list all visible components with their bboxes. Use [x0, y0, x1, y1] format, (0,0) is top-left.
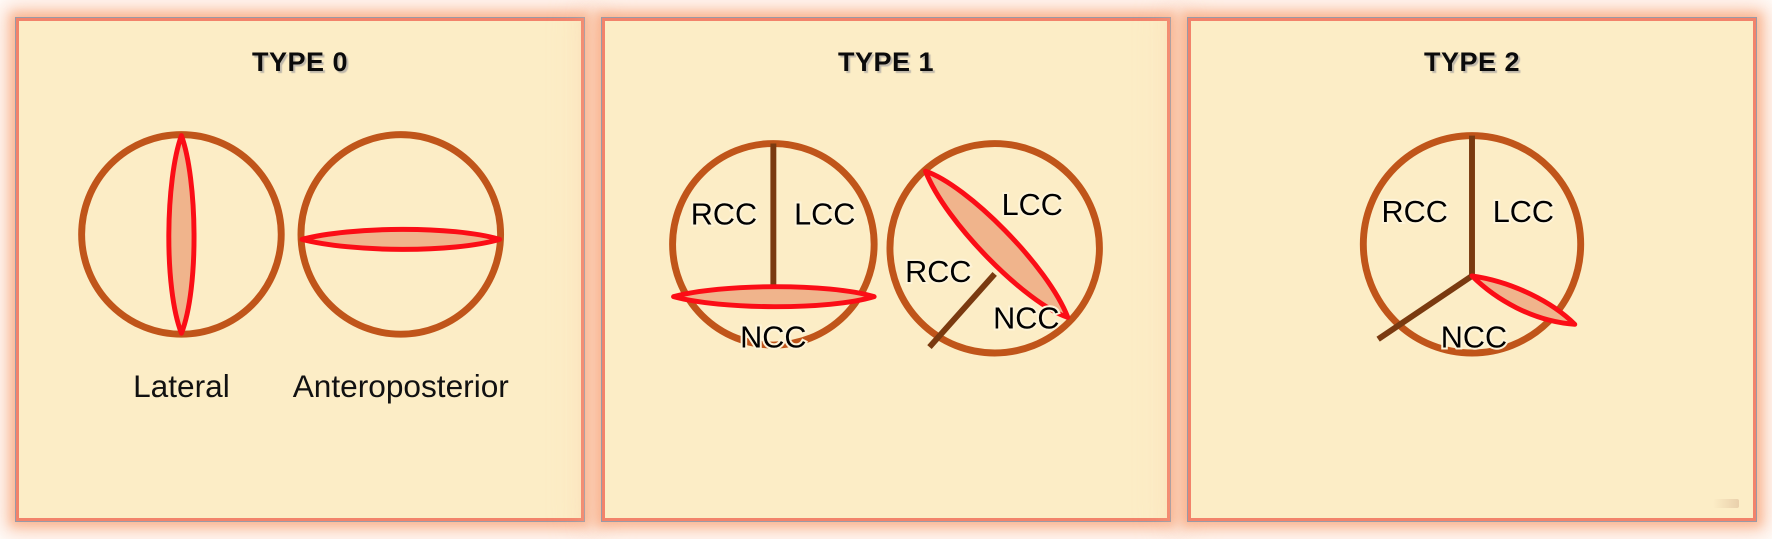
view-caption-lateral: Lateral [133, 368, 230, 404]
fused-raphe-oblique-b [923, 168, 1071, 320]
cusp-label-lcc-type1-a: LCC [794, 198, 855, 232]
type-2-diagram-stage: RCC LCC NCC [1191, 21, 1753, 518]
cusp-label-ncc-type2: NCC [1441, 320, 1507, 354]
type-0-diagram-stage: Lateral Anteroposterior [19, 21, 581, 518]
type-0-lateral-view: Lateral [78, 131, 285, 404]
commissure-line-inferior-left-type2 [1376, 273, 1474, 342]
aortic-annulus-ring-type1-b [886, 140, 1103, 357]
commissure-line-inferolateral-b [927, 271, 997, 350]
valve-orifice-horizontal [299, 226, 503, 252]
type-1-diagram-stage: RCC LCC NCC LCC RCC NCC [605, 21, 1167, 518]
cusp-label-rcc-type1-b: RCC [905, 255, 971, 289]
cusp-label-ncc-type1-b: NCC [993, 301, 1059, 335]
type-1-oblique-raphe-view: LCC RCC NCC [886, 140, 1103, 357]
type-1-horizontal-raphe-view: RCC LCC NCC [669, 140, 878, 356]
cusp-label-rcc-type1-a: RCC [691, 198, 757, 232]
valve-orifice-vertical [166, 133, 197, 336]
cusp-label-rcc-type2: RCC [1382, 195, 1448, 229]
panel-type-2: TYPE 2 RCC LCC NCC [1188, 18, 1756, 521]
panel-title-type-1: TYPE 1 [837, 47, 935, 77]
panel-type-1: TYPE 1 RCC LCC NCC LCC R [602, 18, 1170, 521]
aortic-annulus-ring-anteroposterior [297, 131, 505, 338]
type-0-anteroposterior-view: Anteroposterior [293, 131, 509, 404]
panel-title-type-0: TYPE 0 [251, 47, 349, 77]
cusp-label-lcc-type2: LCC [1493, 195, 1554, 229]
fused-raphe-horizontal-a [671, 284, 877, 310]
type-2-svg: RCC LCC NCC [1359, 132, 1585, 357]
type-2-two-raphe-view: RCC LCC NCC [1359, 132, 1585, 357]
cusp-label-lcc-type1-b: LCC [1002, 188, 1063, 222]
fused-raphe-type2 [1469, 273, 1578, 327]
corner-artifact-mark [1713, 499, 1739, 508]
panel-title-type-2: TYPE 2 [1423, 47, 1521, 77]
panel-type-0: TYPE 0 Lateral Anteroposterior [16, 18, 584, 521]
type-1-svg: RCC LCC NCC LCC RCC NCC [669, 140, 1103, 357]
view-caption-anteroposterior: Anteroposterior [293, 368, 509, 404]
type-0-svg: Lateral Anteroposterior [78, 131, 509, 404]
cusp-label-ncc-type1-a: NCC [740, 320, 806, 354]
